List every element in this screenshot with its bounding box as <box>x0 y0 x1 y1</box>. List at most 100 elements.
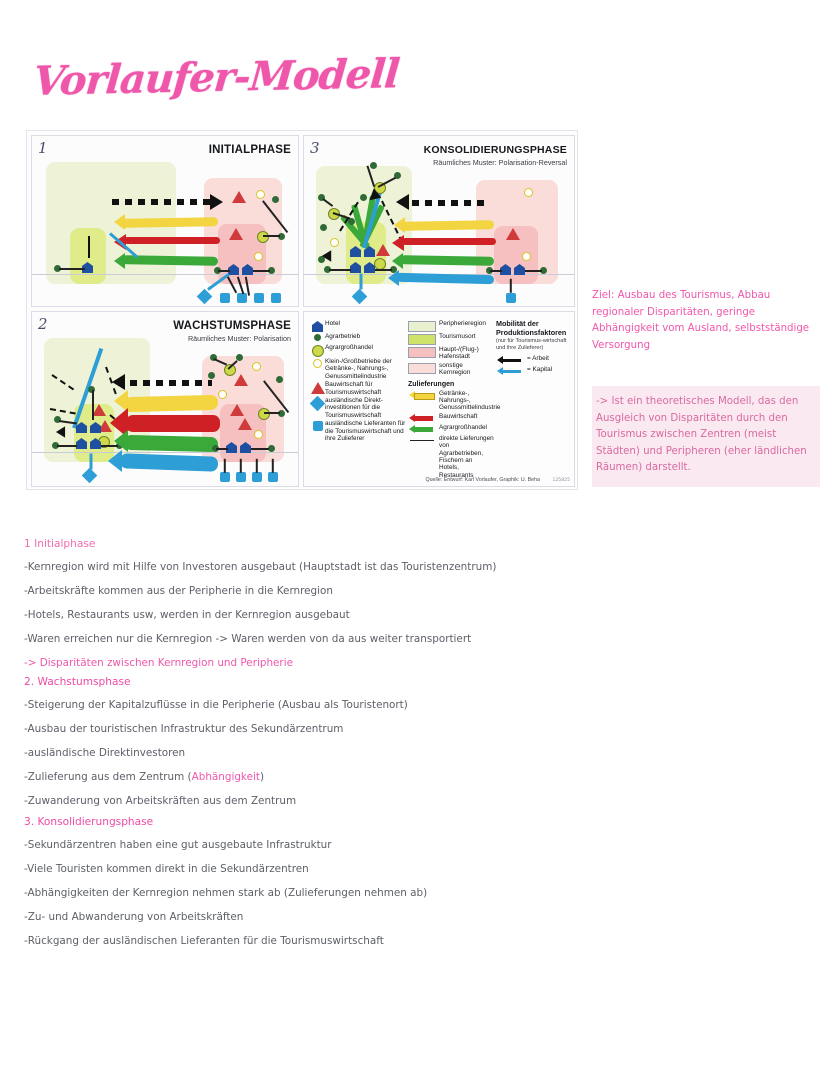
legend-label: Agrargroßhandel <box>439 423 487 431</box>
hotel-pentagon-icon <box>350 262 361 273</box>
hotel-pentagon-icon <box>228 264 239 275</box>
lieferant-square-icon <box>506 293 516 303</box>
legend-label: ausländische Lieferanten für die Tourism… <box>325 420 406 443</box>
legend-label: Getränke-, Nahrungs-, Genussmittelindust… <box>439 389 501 412</box>
supply-link <box>263 235 280 237</box>
capital-band-blue <box>119 453 219 472</box>
labour-flow-arrowhead <box>321 250 332 262</box>
agrarbetrieb-dot-icon <box>318 194 325 201</box>
agrarbetrieb-dot-icon <box>52 442 59 449</box>
capital-band-blue <box>395 272 495 285</box>
supply-link <box>329 269 351 271</box>
hafenstadt-swatch <box>408 346 436 358</box>
hotel-pentagon-icon <box>90 422 101 433</box>
bauwirtschaft-triangle-icon <box>232 191 246 203</box>
agrarbetrieb-dot-icon <box>210 354 217 361</box>
capital-arrow-blue <box>89 453 93 470</box>
agrarbetrieb-dot-icon <box>268 445 275 452</box>
legend-item: Agrargroßhandel <box>408 424 494 434</box>
lieferant-square-icon <box>268 472 278 482</box>
supply-link <box>525 270 542 272</box>
legend-label: Bauwirtschaft für Tourismuswirtschaft <box>325 381 382 396</box>
legend-symbols-column: Hotel Agrarbetrieb Agrargroßhandel Klein… <box>309 320 406 443</box>
legend-regions-column: Peripherieregion Tourismusort Haupt-/(Fl… <box>408 320 500 480</box>
hotel-pentagon-icon <box>76 438 87 449</box>
green-arrow-icon <box>408 424 436 434</box>
figure-source: Quelle: Entwurf: Karl Vorlaufer, Graphik… <box>425 477 540 483</box>
section-line: -Viele Touristen kommen direkt in die Se… <box>24 863 309 875</box>
legend-label: sonstige Kernregion <box>439 361 471 377</box>
labour-flow-dotted <box>412 200 490 206</box>
hotel-pentagon-icon <box>364 262 375 273</box>
agrarbetrieb-dot-icon <box>394 172 401 179</box>
legend-label: Agrarbetrieb <box>325 333 361 340</box>
bauwirtschaft-triangle-icon <box>92 404 106 416</box>
supply-link <box>59 268 85 270</box>
supply-link <box>92 390 94 420</box>
lieferant-square-icon <box>236 472 246 482</box>
industrie-circle-icon <box>524 188 533 197</box>
supply-band-red <box>126 415 220 432</box>
panel-initialphase: 1 INITIALPHASE <box>31 135 299 307</box>
direktinvestition-diamond-icon <box>351 288 368 305</box>
blue-arrowhead <box>108 450 122 472</box>
yellow-arrowhead <box>394 217 405 233</box>
hotel-pentagon-icon <box>500 264 511 275</box>
industrie-circle-icon <box>218 390 227 399</box>
agrarbetrieb-dot-icon <box>88 386 95 393</box>
hotel-pentagon-icon <box>364 246 375 257</box>
hotel-pentagon-icon <box>240 442 251 453</box>
industrie-circle-icon <box>254 252 263 261</box>
industrie-circle-icon <box>310 358 325 368</box>
kernregion-swatch <box>408 362 436 374</box>
vorlaufer-model-figure: 1 INITIALPHASE <box>26 130 578 490</box>
legend-item: Getränke-, Nahrungs-, Genussmittelindust… <box>408 390 500 412</box>
supply-band-yellow <box>399 220 495 231</box>
labour-arrow <box>272 458 274 473</box>
agrargrosshandel-circle-icon <box>257 231 269 243</box>
section-konsolidierungsphase: 3. Konsolidierungsphase -Sekundärzentren… <box>24 816 644 959</box>
industrie-circle-icon <box>252 362 261 371</box>
agrarbetrieb-dot-icon <box>278 410 285 417</box>
agrarbetrieb-dot-icon <box>236 354 243 361</box>
agrarbetrieb-dot-icon <box>54 416 61 423</box>
labour-arrow <box>240 458 242 473</box>
agrarbetrieb-dot-icon <box>272 196 279 203</box>
hotel-pentagon-icon <box>310 320 325 332</box>
section-line: -Sekundärzentren haben eine gut ausgebau… <box>24 839 332 851</box>
supply-link <box>490 270 502 272</box>
supply-band-yellow <box>123 394 219 413</box>
panel-subtitle: Räumliches Muster: Polarisation <box>187 334 291 343</box>
hotel-pentagon-icon <box>76 422 87 433</box>
bauwirtschaft-triangle-icon <box>310 381 325 395</box>
side-note-goal: Ziel: Ausbau des Tourismus, Abbau region… <box>592 290 810 351</box>
capital-arrow-blue <box>359 273 363 290</box>
section-initialphase: 1 Initialphase -Kernregion wird mit Hilf… <box>24 538 644 681</box>
supply-link <box>57 445 77 447</box>
supply-band-yellow <box>119 217 219 228</box>
agrarbetrieb-dot-icon <box>276 376 283 383</box>
green-arrowhead <box>114 253 125 269</box>
labour-flow-dotted <box>112 199 210 205</box>
section-heading: 1 Initialphase <box>24 538 96 550</box>
industrie-circle-icon <box>330 238 339 247</box>
legend-label: = Kapital <box>527 366 553 374</box>
panel-wachstumsphase: 2 WACHSTUMSPHASE Räumliches Muster: Pola… <box>31 311 299 487</box>
page-title: Vorlaufer-Modell <box>31 50 401 105</box>
legend-label: Hotel <box>325 320 340 327</box>
hotel-pentagon-icon <box>90 438 101 449</box>
inline-highlight: Abhängigkeit <box>191 771 260 783</box>
legend-item: Tourismusort <box>408 333 494 345</box>
legend-item: = Arbeit <box>496 355 574 365</box>
labour-arrow <box>88 236 90 258</box>
labour-flow-dotted <box>130 380 212 386</box>
agrarbetrieb-dot-icon <box>486 267 493 274</box>
section-line: -Zuwanderung von Arbeitskräften aus dem … <box>24 795 297 807</box>
supply-link <box>218 270 230 272</box>
section-line: -Hotels, Restaurants usw, werden in der … <box>24 609 350 621</box>
yellow-arrowhead <box>114 214 125 230</box>
agrarbetrieb-dot-icon <box>54 265 61 272</box>
labour-arrow <box>256 458 258 473</box>
supply-band-green <box>399 255 495 266</box>
industrie-circle-icon <box>522 252 531 261</box>
